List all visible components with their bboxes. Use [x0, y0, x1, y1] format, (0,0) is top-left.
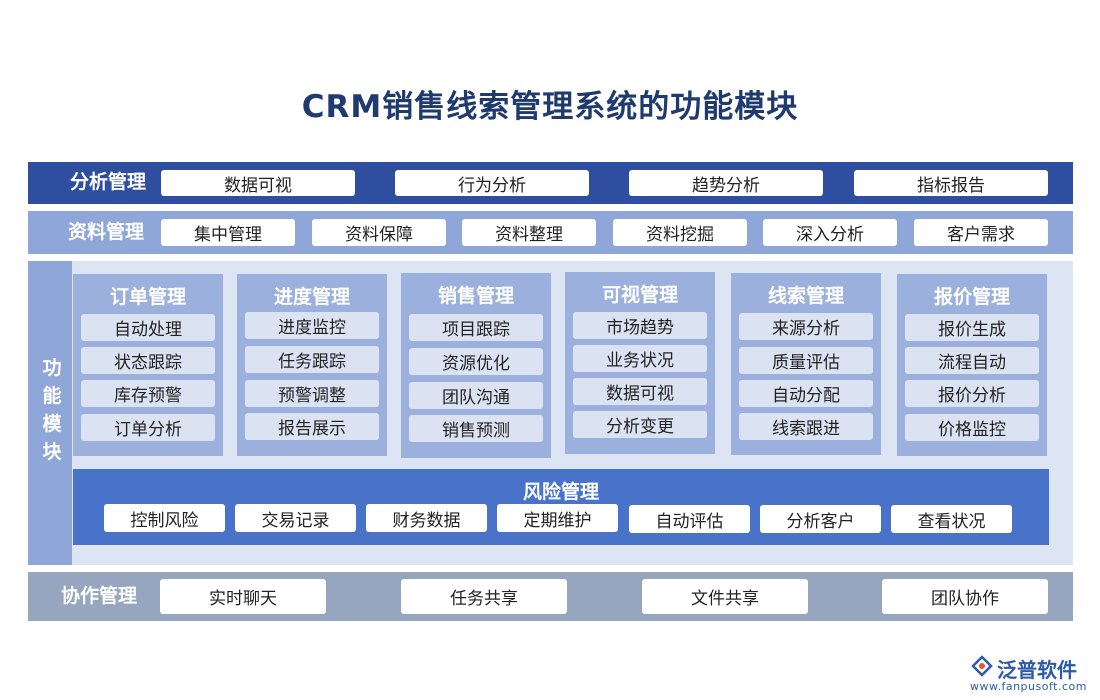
module-item: 库存预警 — [81, 380, 215, 407]
collab-label: 协作管理 — [61, 585, 138, 607]
module-title: 报价管理 — [933, 286, 1010, 308]
module-item: 预警调整 — [245, 380, 379, 407]
brand-name: 泛普软件 — [997, 658, 1077, 682]
collab-item: 实时聊天 — [160, 579, 326, 614]
module-title: 可视管理 — [601, 284, 678, 306]
analysis-item: 趋势分析 — [629, 170, 823, 196]
module-title: 进度管理 — [273, 286, 350, 308]
data-mgmt-item: 客户需求 — [914, 219, 1048, 246]
module-item: 来源分析 — [739, 313, 873, 340]
module-title: 线索管理 — [767, 285, 844, 307]
module-item: 流程自动 — [905, 347, 1039, 374]
function-side-bar — [28, 261, 72, 565]
brand-logo: 泛普软件 www.fanpusoft.com — [970, 652, 1095, 696]
collab-item: 团队协作 — [882, 579, 1048, 614]
module-item: 团队沟通 — [409, 382, 543, 409]
module-title: 销售管理 — [437, 285, 514, 307]
module-panel-leads: 线索管理 来源分析 质量评估 自动分配 线索跟进 — [731, 273, 881, 455]
module-item: 报告展示 — [245, 413, 379, 440]
module-item: 市场趋势 — [573, 312, 707, 339]
data-mgmt-item: 集中管理 — [161, 219, 295, 246]
function-label-char: 功 — [42, 357, 62, 379]
collab-item: 任务共享 — [401, 579, 567, 614]
analysis-band: 分析管理 数据可视 行为分析 趋势分析 指标报告 — [28, 162, 1073, 204]
brand-mark-icon — [971, 655, 993, 677]
risk-item: 查看状况 — [891, 505, 1012, 533]
risk-item: 自动评估 — [629, 505, 750, 533]
analysis-label: 分析管理 — [70, 171, 147, 193]
collab-item: 文件共享 — [642, 579, 808, 614]
module-item: 线索跟进 — [739, 413, 873, 440]
brand-url: www.fanpusoft.com — [970, 680, 1087, 693]
module-panel-quote: 报价管理 报价生成 流程自动 报价分析 价格监控 — [897, 274, 1047, 456]
module-item: 自动处理 — [81, 314, 215, 341]
module-item: 进度监控 — [245, 312, 379, 339]
module-item: 项目跟踪 — [409, 314, 543, 341]
risk-title: 风险管理 — [522, 481, 599, 503]
analysis-item: 指标报告 — [854, 170, 1048, 196]
risk-item: 财务数据 — [366, 504, 487, 532]
module-panel-order: 订单管理 自动处理 状态跟踪 库存预警 订单分析 — [73, 274, 223, 456]
module-item: 价格监控 — [905, 414, 1039, 441]
risk-item: 控制风险 — [104, 504, 225, 532]
module-item: 质量评估 — [739, 347, 873, 374]
module-item: 任务跟踪 — [245, 346, 379, 373]
collab-band: 协作管理 实时聊天 任务共享 文件共享 团队协作 — [28, 572, 1073, 621]
module-item: 状态跟踪 — [81, 347, 215, 374]
data-mgmt-item: 资料整理 — [462, 219, 596, 246]
module-item: 销售预测 — [409, 415, 543, 442]
module-item: 自动分配 — [739, 380, 873, 407]
module-panel-visual: 可视管理 市场趋势 业务状况 数据可视 分析变更 — [565, 272, 715, 454]
data-mgmt-item: 资料挖掘 — [613, 219, 747, 246]
module-item: 资源优化 — [409, 348, 543, 375]
module-panel-progress: 进度管理 进度监控 任务跟踪 预警调整 报告展示 — [237, 274, 387, 456]
module-item: 报价生成 — [905, 314, 1039, 341]
risk-panel: 风险管理 控制风险 交易记录 财务数据 定期维护 自动评估 分析客户 查看状况 — [73, 469, 1049, 545]
data-mgmt-item: 深入分析 — [763, 219, 897, 246]
analysis-item: 数据可视 — [161, 170, 355, 196]
data-mgmt-label: 资料管理 — [68, 221, 145, 243]
module-item: 订单分析 — [81, 414, 215, 441]
module-item: 业务状况 — [573, 345, 707, 372]
analysis-item: 行为分析 — [395, 170, 589, 196]
function-label-char: 块 — [42, 441, 62, 463]
risk-item: 分析客户 — [760, 505, 881, 533]
function-label-char: 模 — [42, 413, 62, 435]
module-item: 分析变更 — [573, 411, 707, 438]
module-item: 报价分析 — [905, 380, 1039, 407]
function-label-char: 能 — [42, 385, 62, 407]
module-item: 数据可视 — [573, 378, 707, 405]
page-title: CRM销售线索管理系统的功能模块 — [301, 89, 799, 125]
module-title: 订单管理 — [109, 286, 186, 308]
risk-item: 定期维护 — [497, 504, 618, 532]
module-panel-sales: 销售管理 项目跟踪 资源优化 团队沟通 销售预测 — [401, 273, 551, 458]
data-mgmt-item: 资料保障 — [312, 219, 446, 246]
data-mgmt-band: 资料管理 集中管理 资料保障 资料整理 资料挖掘 深入分析 客户需求 — [28, 211, 1073, 254]
risk-item: 交易记录 — [235, 504, 356, 532]
